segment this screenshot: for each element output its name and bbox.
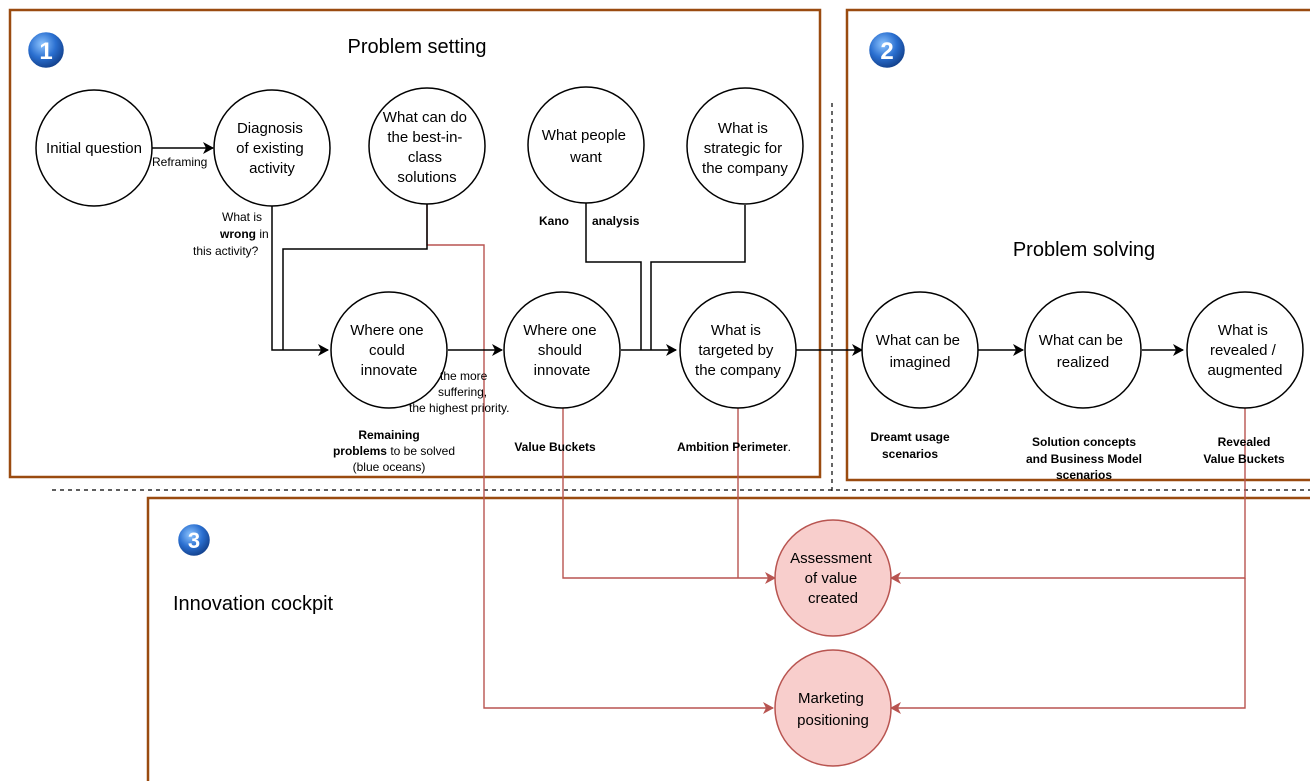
svg-text:Where one could in: Where one could innovate	[350, 322, 428, 379]
node-imagined: What can be imagined	[861, 291, 979, 409]
svg-text:scenarios: scenarios	[882, 447, 938, 461]
problem-setting-title: Problem setting	[348, 36, 487, 58]
innovation-cockpit-frame	[146, 496, 1310, 781]
svg-text:Assessment of value: Assessment of value created	[790, 550, 876, 607]
label-what-is-wrong: What is wrong in this activity?	[193, 210, 269, 258]
arrow-best-in-class-to-marketing	[426, 203, 774, 714]
svg-text:the highest priority.: the highest priority.	[409, 401, 510, 415]
node-realized: What can be realized	[1024, 291, 1142, 409]
node-diagnosis: Diagnosis of existing activity	[213, 89, 331, 207]
node-targeted: What is targeted by the company	[679, 291, 797, 409]
svg-text:the more: the more	[440, 369, 488, 383]
node-could-innovate: Where one could innovate	[330, 291, 448, 409]
arrow-value-buckets-to-assessment	[562, 408, 776, 584]
svg-text:Marketing positioning: Marketing positioning	[797, 690, 869, 729]
svg-text:(blue oceans): (blue oceans)	[353, 460, 426, 474]
svg-text:Where one should i: Where one should innovate	[523, 322, 601, 379]
svg-text:problems to be solved: problems to be solved	[333, 444, 455, 458]
line-best-in-class-merge	[282, 203, 428, 350]
svg-text:What can be realized: What can be realized	[1039, 332, 1127, 371]
line-people-want-merge	[585, 202, 642, 350]
node-initial-question: Initial question	[35, 89, 153, 207]
innovation-cockpit-title: Innovation cockpit	[173, 593, 334, 615]
label-dreamt-usage: Dreamt usage scenarios	[870, 430, 950, 461]
label-reframing: Reframing	[152, 155, 207, 169]
node-assessment: Assessment of value created	[774, 519, 892, 637]
svg-text:What is strategic for: What is strategic for the company	[702, 120, 788, 177]
problem-solving-title: Problem solving	[1013, 239, 1155, 261]
node-should-innovate: Where one should innovate	[503, 291, 621, 409]
svg-text:3: 3	[188, 528, 200, 553]
label-solution-concepts: Solution concepts and Business Model sce…	[1026, 435, 1142, 482]
svg-text:scenarios: scenarios	[1056, 468, 1112, 482]
svg-text:Revealed: Revealed	[1218, 435, 1271, 449]
label-priority: the more suffering, the highest priority…	[409, 369, 510, 415]
node-strategic: What is strategic for the company	[686, 87, 804, 205]
svg-text:What is revealed /: What is revealed / augmented	[1207, 322, 1282, 379]
label-ambition-perimeter: Ambition Perimeter.	[677, 440, 791, 454]
problem-solving-frame	[845, 8, 1310, 482]
label-value-buckets: Value Buckets	[514, 440, 596, 454]
svg-text:Initial question: Initial question	[46, 140, 142, 157]
svg-text:What can be imagined: What can be imagined	[876, 332, 964, 371]
line-strategic-merge	[650, 205, 746, 350]
svg-text:1: 1	[39, 38, 52, 65]
node-people-want: What people want	[527, 86, 645, 204]
arrow-revealed-to-marketing	[890, 578, 1246, 714]
svg-text:What people want: What people want	[542, 127, 630, 166]
node-marketing: Marketing positioning	[774, 649, 892, 767]
svg-text:Remaining: Remaining	[358, 428, 419, 442]
section-3-badge: 3	[175, 521, 213, 559]
svg-text:What is: What is	[222, 210, 262, 224]
svg-text:Solution concepts: Solution concepts	[1032, 435, 1136, 449]
svg-text:suffering,: suffering,	[438, 385, 487, 399]
node-best-in-class: What can do the best-in- class solutions	[368, 87, 486, 205]
svg-text:2: 2	[880, 38, 893, 65]
black-connectors	[151, 142, 1184, 356]
svg-text:this activity?: this activity?	[193, 244, 259, 258]
section-2-badge: 2	[866, 29, 908, 71]
arrow-diagnosis-to-could	[271, 204, 329, 356]
svg-text:Value Buckets: Value Buckets	[1203, 452, 1285, 466]
svg-text:Dreamt usage: Dreamt usage	[870, 430, 950, 444]
section-1-badge: 1	[25, 29, 67, 71]
label-kano: Kano	[539, 214, 569, 228]
svg-text:What is targeted by: What is targeted by the company	[695, 322, 781, 379]
svg-text:What can do the best-in-: What can do the best-in- class solutions	[383, 109, 471, 186]
svg-text:wrong in: wrong in	[219, 227, 269, 241]
label-analysis: analysis	[592, 214, 640, 228]
svg-text:Diagnosis of existing: Diagnosis of existing activity	[236, 120, 308, 177]
label-remaining-problems: Remaining problems to be solved (blue oc…	[333, 428, 455, 474]
problem-setting-frame	[8, 8, 822, 479]
label-revealed-value-buckets: Revealed Value Buckets	[1203, 435, 1285, 466]
node-revealed: What is revealed / augmented	[1186, 291, 1304, 409]
svg-text:and Business Model: and Business Model	[1026, 452, 1142, 466]
